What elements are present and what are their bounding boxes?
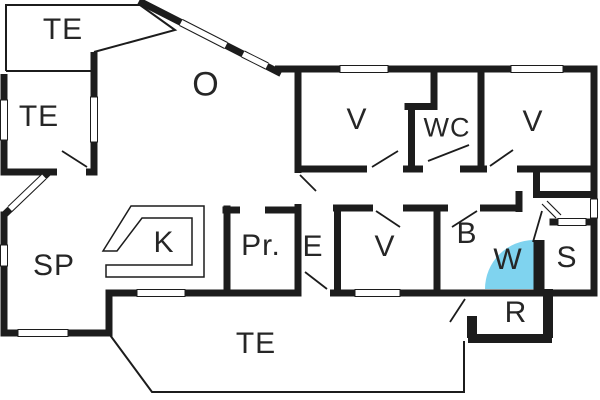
room-label-r: R [504, 296, 528, 329]
windows [0, 65, 598, 337]
door-leaf-wc [427, 144, 470, 162]
room-label-w: W [493, 243, 523, 276]
room-label-o: O [192, 65, 220, 104]
door-leaf-v-top-left [371, 150, 399, 168]
room-label-wc: WC [423, 112, 471, 143]
terrace-outlines [5, 4, 465, 393]
room-label-te-bottom: TE [235, 327, 277, 360]
kitchen-counter [101, 205, 205, 278]
diagonal-windows [7, 19, 269, 212]
door-leaf-te-mid [61, 150, 88, 168]
room-label-sp: SP [32, 249, 76, 282]
door-jamb-lines [541, 200, 562, 219]
room-label-te-top: TE [42, 13, 84, 46]
door-leaf-v-mid [375, 210, 401, 228]
door-leaves [61, 144, 543, 323]
room-label-v-top-right: V [522, 105, 544, 138]
room-label-te-mid: TE [18, 100, 60, 133]
door-leaf-b [451, 210, 478, 228]
room-label-v-mid: V [374, 230, 396, 263]
room-label-pr: Pr. [241, 229, 281, 262]
door-leaf-o-hall [299, 174, 317, 192]
door-leaf-terrace [304, 271, 328, 290]
thick-walls [467, 240, 553, 343]
door-leaf-w [532, 210, 543, 243]
room-label-k: K [153, 226, 175, 259]
room-label-b: B [456, 217, 478, 250]
door-leaf-v-top-right [489, 149, 514, 167]
highlight-quarter-circle [485, 240, 534, 289]
room-label-s: S [556, 241, 578, 274]
room-label-v-top-left: V [346, 103, 368, 136]
door-leaf-r [449, 298, 466, 323]
room-label-e: E [302, 230, 324, 263]
